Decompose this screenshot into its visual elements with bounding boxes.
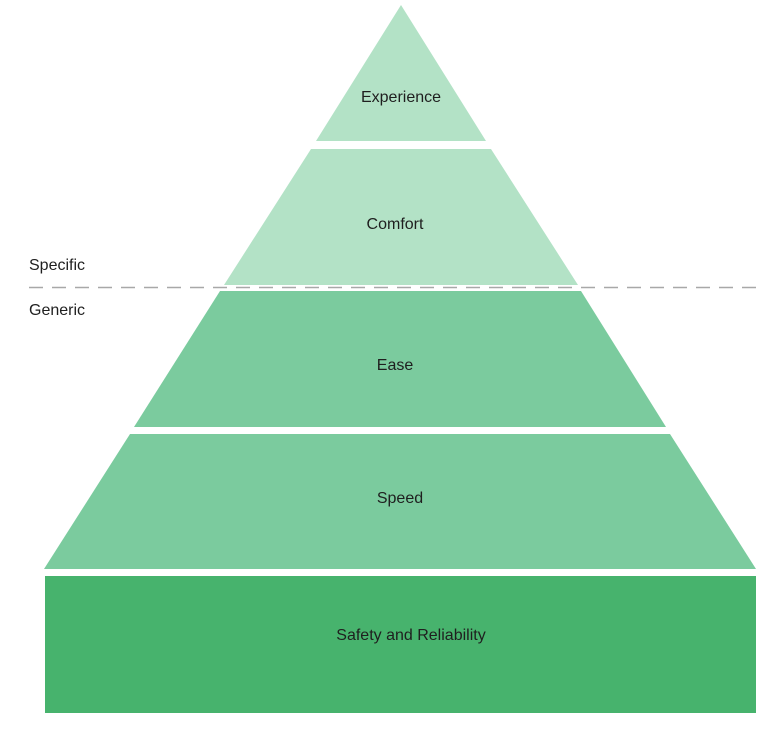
layer-safety-shape <box>45 576 756 713</box>
layer-speed-label: Speed <box>377 490 423 507</box>
generic-label: Generic <box>29 302 86 319</box>
layer-ease-label: Ease <box>377 357 414 374</box>
specific-label: Specific <box>29 257 86 274</box>
layer-experience-shape <box>316 5 486 141</box>
layer-ease-shape <box>134 291 666 427</box>
layer-experience-label: Experience <box>361 89 441 106</box>
layer-comfort-label: Comfort <box>367 216 424 233</box>
layer-comfort-shape <box>224 149 578 285</box>
layer-speed-shape <box>44 434 756 569</box>
layer-safety-label: Safety and Reliability <box>336 627 485 644</box>
